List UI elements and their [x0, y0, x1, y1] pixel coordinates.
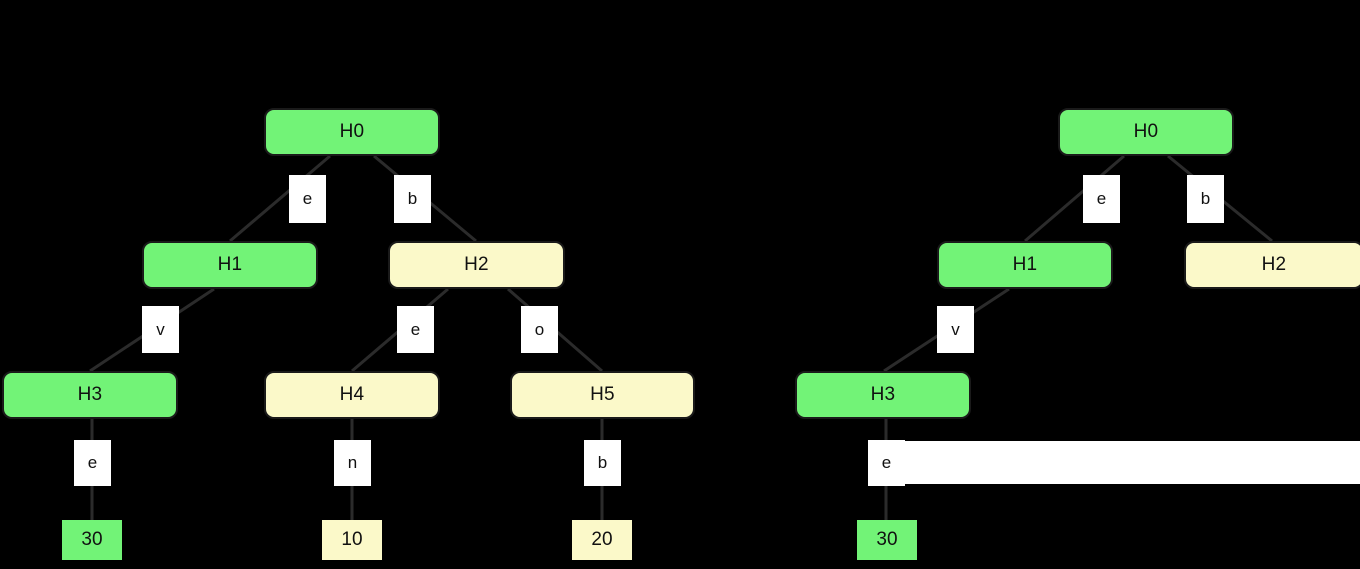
- edge-label-e: e: [289, 175, 326, 223]
- edge-label-b: b: [584, 440, 621, 486]
- tree-node-h2[interactable]: H2: [388, 241, 565, 289]
- tree-node-h1[interactable]: H1: [937, 241, 1113, 289]
- leaf-value-10[interactable]: 10: [322, 520, 382, 560]
- edge-label-v: v: [937, 306, 974, 353]
- tree-node-h2[interactable]: H2: [1184, 241, 1360, 289]
- tree-node-h3[interactable]: H3: [795, 371, 971, 419]
- leaf-value-30[interactable]: 30: [62, 520, 122, 560]
- tree-node-h3[interactable]: H3: [2, 371, 178, 419]
- edge-label-n: n: [334, 440, 371, 486]
- tree-node-h5[interactable]: H5: [510, 371, 695, 419]
- edge-label-b: b: [1187, 175, 1224, 223]
- leaf-value-20[interactable]: 20: [572, 520, 632, 560]
- white-band-overlay: [875, 441, 1360, 484]
- tree-node-h0[interactable]: H0: [1058, 108, 1234, 156]
- tree-node-h1[interactable]: H1: [142, 241, 318, 289]
- edge-label-e: e: [868, 440, 905, 486]
- edge-label-b: b: [394, 175, 431, 223]
- edge-label-o: o: [521, 306, 558, 353]
- edge-label-e: e: [1083, 175, 1120, 223]
- edge-label-v: v: [142, 306, 179, 353]
- edge-label-e: e: [397, 306, 434, 353]
- edge-label-e: e: [74, 440, 111, 486]
- tree-node-h0[interactable]: H0: [264, 108, 440, 156]
- tree-node-h4[interactable]: H4: [264, 371, 440, 419]
- leaf-value-30[interactable]: 30: [857, 520, 917, 560]
